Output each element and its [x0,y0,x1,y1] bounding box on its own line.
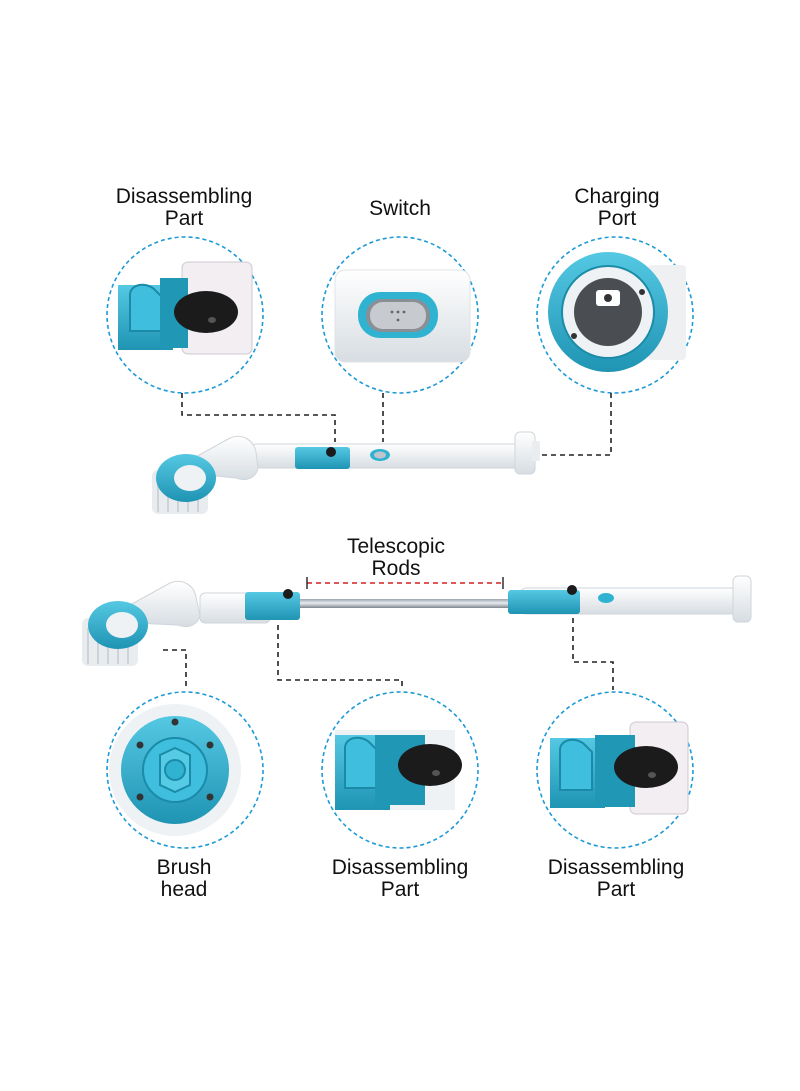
brush-head-icon [82,601,148,666]
disassembling-clip-icon [335,730,462,810]
device-middle [82,575,752,666]
charging-port-icon [548,252,686,372]
callout-bottom-right [536,691,694,849]
label-telescopic-rods: Telescopic Rods [346,535,446,580]
label-switch: Switch [369,197,431,220]
disassembling-clip-icon [550,721,689,815]
label-charging-port: Charging Port [574,185,660,230]
label-bottom-right: Disassembling Part [547,856,685,901]
switch-icon [334,269,471,363]
brush-head-icon [109,704,241,836]
connectors-bottom [163,618,614,690]
label-bottom-middle: Disassembling Part [331,856,469,901]
label-brush-head: Brush head [156,856,212,901]
callout-top-right [536,236,694,394]
telescopic-marker [306,577,504,589]
device-top [152,431,540,514]
connectors-top [181,393,612,456]
callout-bottom-middle [321,691,479,849]
brush-head-icon [152,454,216,514]
callout-top-middle [321,236,479,394]
callout-bottom-left [106,691,264,849]
label-top-left: Disassembling Part [115,185,253,230]
callout-top-left [106,236,264,394]
disassembling-clip-icon [118,261,253,355]
